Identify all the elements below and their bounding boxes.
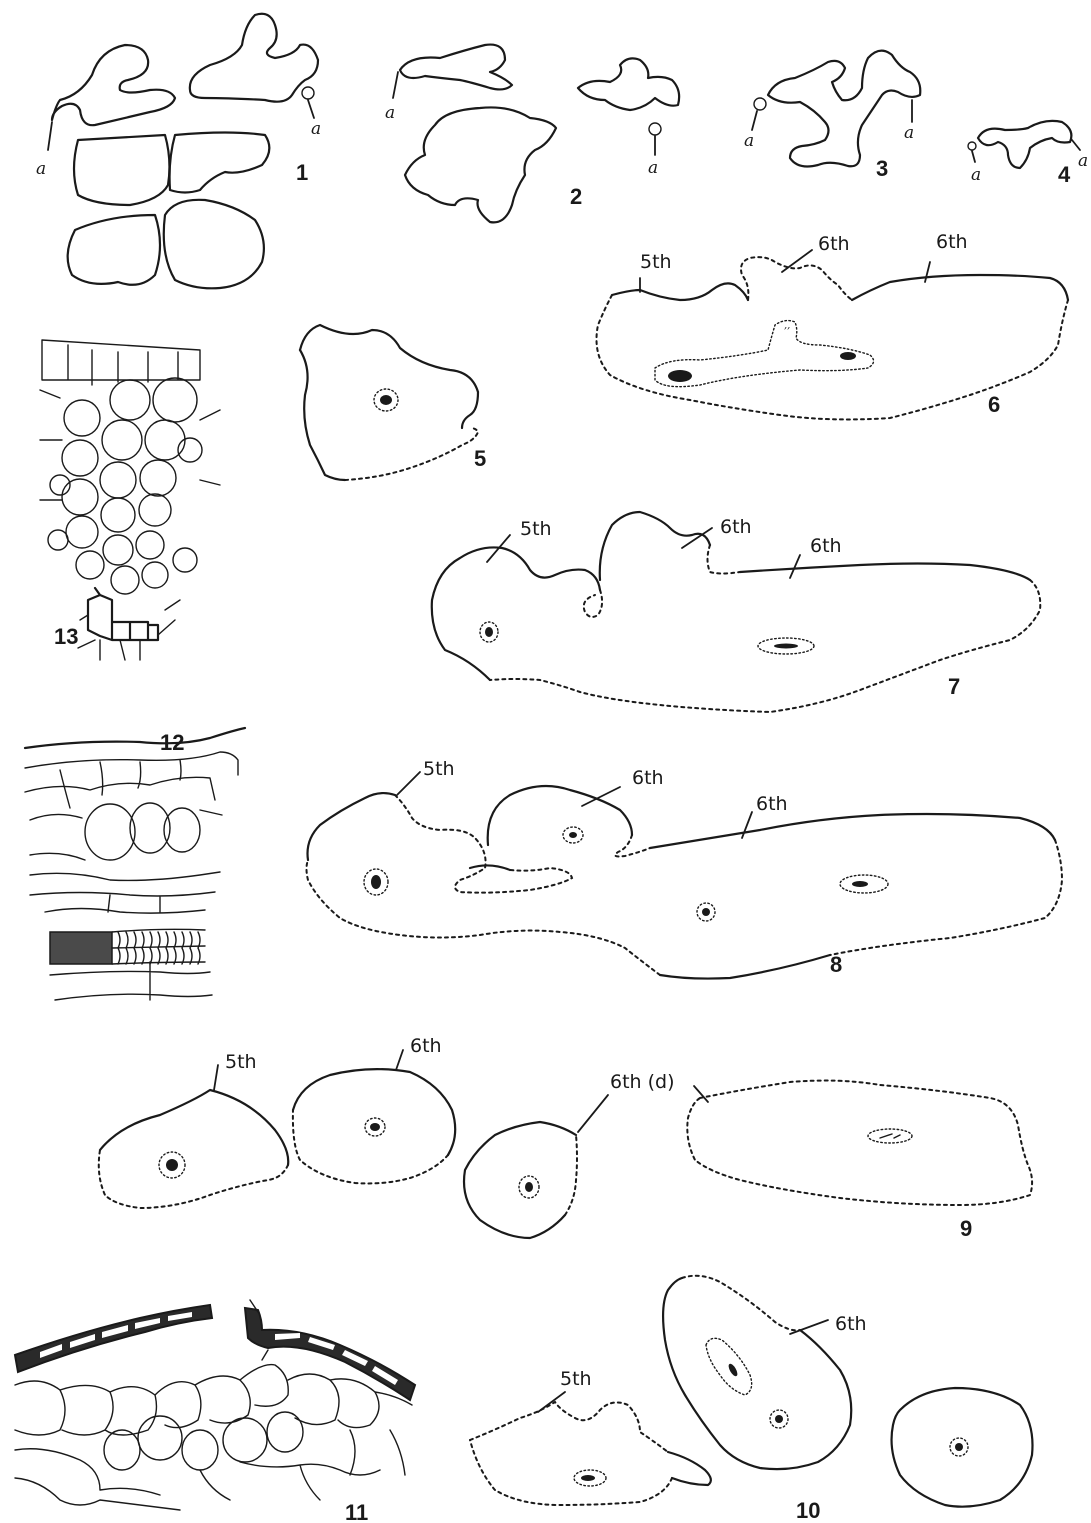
figure-number-6: 6 xyxy=(988,392,1000,417)
figure-11: 11 xyxy=(15,1300,415,1523)
label-6th: 6th xyxy=(835,1313,867,1335)
figure-number-3: 3 xyxy=(876,156,888,181)
figure-number-5: 5 xyxy=(474,446,486,471)
figure-8: 5th 6th 6th 8 xyxy=(307,758,1063,979)
label-5th: 5th xyxy=(423,758,455,780)
figure-number-7: 7 xyxy=(948,674,960,699)
figure-number-9: 9 xyxy=(960,1216,972,1241)
figure-3: a a 3 xyxy=(744,51,920,181)
figure-9: 5th 6th 6th (d) 9 xyxy=(99,1035,1032,1241)
figure-number-4: 4 xyxy=(1058,162,1071,187)
figure-number-10: 10 xyxy=(796,1498,820,1523)
label-a: a xyxy=(971,165,981,185)
figure-2: a a 2 xyxy=(385,45,679,223)
svg-text:,,: ,, xyxy=(784,320,790,331)
label-5th: 5th xyxy=(640,251,672,273)
label-6th: 6th xyxy=(632,767,664,789)
label-6th: 6th xyxy=(756,793,788,815)
label-a: a xyxy=(1078,151,1088,171)
figure-13: 13 xyxy=(40,340,220,660)
figure-7: 5th 6th 6th 7 xyxy=(432,512,1041,712)
label-a: a xyxy=(36,159,46,179)
figure-number-11: 11 xyxy=(345,1500,368,1523)
label-5th: 5th xyxy=(520,518,552,540)
figure-number-13: 13 xyxy=(54,624,78,649)
label-5th: 5th xyxy=(560,1368,592,1390)
label-a: a xyxy=(385,103,395,123)
figure-4: a a 4 xyxy=(968,121,1088,187)
label-a: a xyxy=(744,131,754,151)
label-5th: 5th xyxy=(225,1051,257,1073)
figure-5: 5 xyxy=(300,325,486,480)
figure-number-2: 2 xyxy=(570,184,582,209)
label-6th: 6th xyxy=(720,516,752,538)
figure-number-1: 1 xyxy=(296,160,308,185)
figure-number-12: 12 xyxy=(160,730,184,755)
label-6th: 6th xyxy=(818,233,850,255)
figure-10: 5th 6th 10 xyxy=(470,1276,1033,1523)
figure-1: a a 1 xyxy=(36,14,321,289)
figure-6: ,, 5th 6th 6th 6 xyxy=(597,231,1069,419)
label-a: a xyxy=(311,119,321,139)
label-6th-d: 6th (d) xyxy=(610,1071,675,1093)
figure-12: 12 xyxy=(25,728,245,1000)
label-a: a xyxy=(648,158,658,178)
figure-number-8: 8 xyxy=(830,952,842,977)
label-a: a xyxy=(904,123,914,143)
label-6th: 6th xyxy=(810,535,842,557)
label-6th: 6th xyxy=(936,231,968,253)
label-6th: 6th xyxy=(410,1035,442,1057)
